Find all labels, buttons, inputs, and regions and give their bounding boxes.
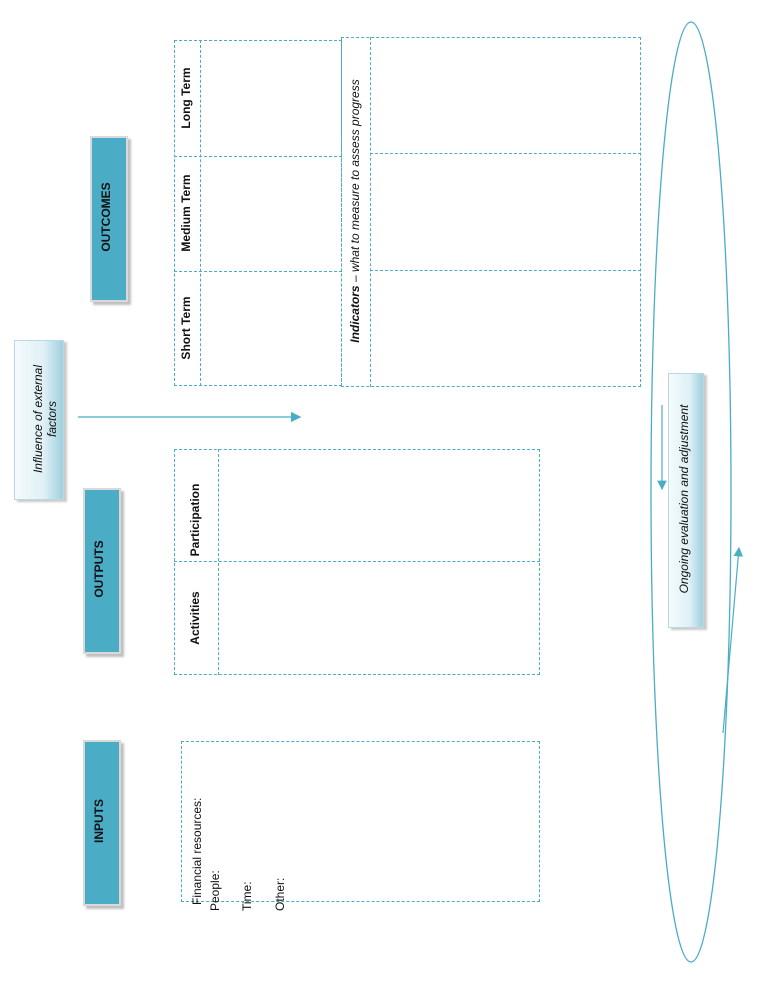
medium-term-label: Medium Term bbox=[179, 174, 193, 252]
outputs-heading-box bbox=[83, 488, 121, 654]
indicators-label-bold: Indicators bbox=[348, 285, 362, 343]
external-factors-line2: factors bbox=[45, 401, 59, 438]
evaluation-up-arrow bbox=[722, 546, 744, 734]
outputs-label-column-divider bbox=[218, 449, 219, 675]
indicators-label: Indicators – what to measure to assess p… bbox=[348, 76, 364, 346]
time-label: Time: bbox=[240, 881, 254, 911]
indicators-row-divider-2 bbox=[370, 270, 641, 271]
other-label: Other: bbox=[273, 877, 287, 911]
external-factors-box bbox=[14, 340, 64, 500]
outcomes-label-column-divider bbox=[200, 40, 201, 386]
evaluation-loop-ellipse bbox=[650, 21, 732, 963]
outputs-row-divider bbox=[174, 561, 540, 562]
short-term-label: Short Term bbox=[179, 296, 193, 360]
outputs-heading: OUTPUTS bbox=[92, 540, 106, 598]
indicators-label-column-divider bbox=[370, 37, 371, 387]
indicators-table bbox=[341, 37, 641, 387]
outcomes-heading: OUTCOMES bbox=[99, 182, 113, 252]
indicators-label-rest: – what to measure to assess progress bbox=[348, 79, 362, 286]
financial-resources-label: Financial resources: bbox=[190, 797, 204, 905]
outcomes-row-divider-1 bbox=[174, 156, 342, 157]
outcomes-heading-box bbox=[90, 136, 128, 302]
inputs-table bbox=[181, 741, 540, 902]
inputs-heading: INPUTS bbox=[92, 799, 106, 844]
outputs-table bbox=[174, 449, 540, 675]
long-term-label: Long Term bbox=[179, 67, 193, 129]
evaluation-label: Ongoing evaluation and adjustment bbox=[677, 404, 691, 594]
indicators-row-divider-1 bbox=[370, 153, 641, 154]
evaluation-box bbox=[668, 373, 704, 628]
participation-label: Participation bbox=[188, 483, 202, 557]
inputs-heading-box bbox=[83, 740, 121, 906]
people-label: People: bbox=[208, 870, 222, 911]
activities-label: Activities bbox=[188, 591, 202, 645]
outcomes-row-divider-2 bbox=[174, 271, 342, 272]
